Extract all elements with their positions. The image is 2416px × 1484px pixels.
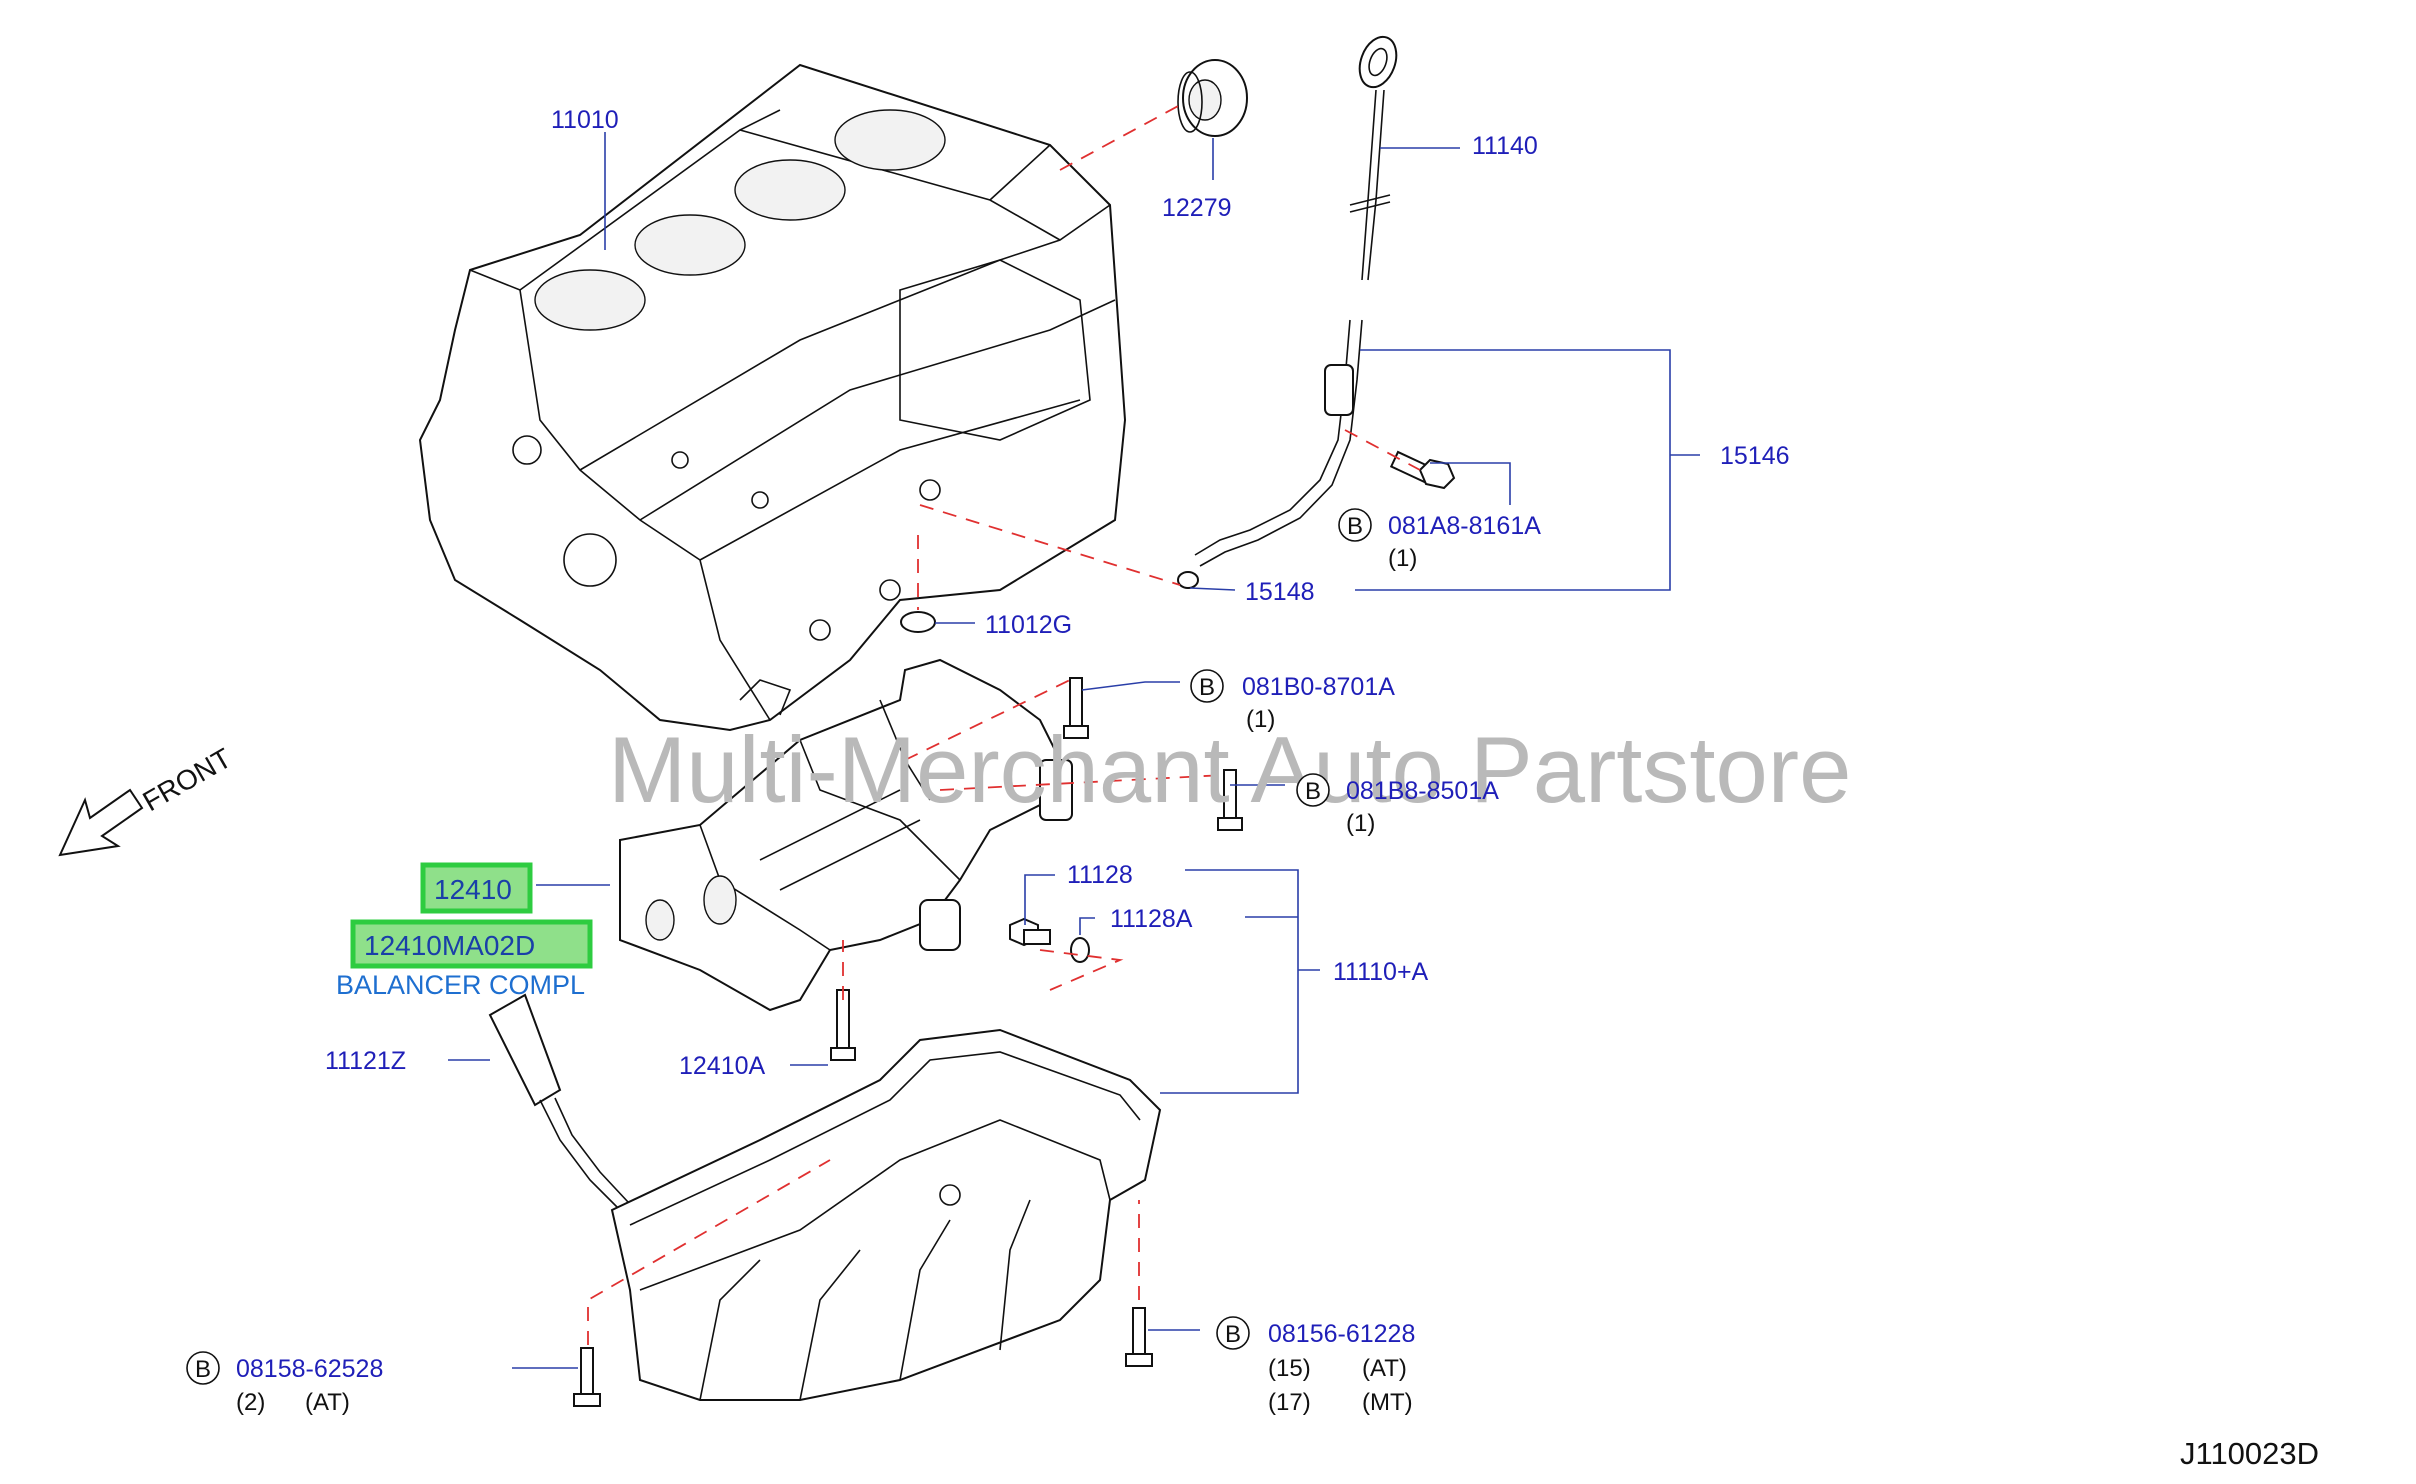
leader-lines: [448, 132, 1700, 1369]
oil-pan-drawing: [610, 1028, 1162, 1401]
watermark: Multi-Merchant Auto Partstore: [608, 717, 1851, 822]
cylinder-block-drawing: [418, 63, 1127, 732]
bolt-qty-mt: (17): [1268, 1389, 1311, 1416]
label-o-ring-guide[interactable]: 15148: [1245, 578, 1315, 606]
bolt-marker: B: [195, 1356, 211, 1383]
balancer-drawing: [619, 658, 1073, 1012]
guide-bolt: [1389, 450, 1456, 490]
bolt-callout-081b8[interactable]: B 081B8-8501A (1): [1296, 773, 1499, 837]
bolt-marker: B: [1347, 513, 1363, 540]
assembly-lines: [587, 104, 1421, 1345]
bolt-code[interactable]: 08156-61228: [1268, 1320, 1415, 1348]
bolt-qty: (1): [1246, 706, 1275, 733]
bolt-qty: (1): [1388, 545, 1417, 572]
label-cylinder-block[interactable]: 11010: [551, 106, 619, 134]
label-balancer-bolt[interactable]: 12410A: [679, 1052, 766, 1080]
label-drain-washer[interactable]: 11128A: [1110, 905, 1193, 933]
seal-drawing: [1177, 59, 1248, 137]
front-arrow: FRONT: [58, 742, 237, 857]
drain-plug-drawing: [1009, 917, 1090, 963]
bolt-qty: (1): [1346, 810, 1375, 837]
bolt-note: (AT): [305, 1389, 350, 1416]
bolt-callout-081b0[interactable]: B 081B0-8701A (1): [1190, 669, 1395, 733]
diagram-code: J110023D: [2180, 1436, 2319, 1471]
label-dipstick[interactable]: 11140: [1472, 132, 1538, 160]
bolt-callout-08158[interactable]: B 08158-62528 (2) (AT): [186, 1351, 383, 1416]
label-oil-strainer[interactable]: 11121Z: [325, 1047, 406, 1075]
bolt-callout-08156[interactable]: B 08156-61228 (15) (AT) (17) (MT): [1216, 1316, 1415, 1416]
highlight-box-12410ma02d: [350, 919, 593, 969]
bolt-code[interactable]: 081B0-8701A: [1242, 673, 1395, 701]
highlight-box-12410: [420, 862, 533, 914]
bolt-callout-081a8[interactable]: B 081A8-8161A (1): [1338, 508, 1541, 572]
bolt-qty: (2): [236, 1389, 265, 1416]
oil-strainer-drawing: [488, 993, 629, 1211]
label-balancer-desc: BALANCER COMPL: [336, 970, 585, 1000]
balancer-bolts: [830, 677, 1243, 1061]
bolt-marker: B: [1225, 1321, 1241, 1348]
bolt-marker: B: [1199, 674, 1215, 701]
label-oil-pan-assy[interactable]: 11110+A: [1333, 958, 1429, 986]
bolt-code[interactable]: 081B8-8501A: [1346, 777, 1499, 805]
dipstick-guide-drawing: [1177, 319, 1456, 589]
label-drain-plug[interactable]: 11128: [1067, 861, 1133, 889]
bolt-note-at: (AT): [1362, 1355, 1407, 1382]
bolt-qty-at: (15): [1268, 1355, 1311, 1382]
bolt-marker: B: [1305, 778, 1321, 805]
pan-bolts: [573, 1307, 1153, 1407]
label-o-ring-pump[interactable]: 11012G: [985, 611, 1072, 639]
o-ring-11012g: [900, 611, 936, 633]
label-seal[interactable]: 12279: [1162, 194, 1232, 222]
label-guide-assy[interactable]: 15146: [1720, 442, 1790, 470]
dipstick-drawing: [1349, 35, 1398, 281]
label-balancer[interactable]: 12410: [434, 874, 512, 905]
front-label: FRONT: [138, 742, 237, 817]
bolt-note-mt: (MT): [1362, 1389, 1413, 1416]
bolt-code[interactable]: 08158-62528: [236, 1355, 383, 1383]
bolt-code[interactable]: 081A8-8161A: [1388, 512, 1541, 540]
label-balancer-part-no[interactable]: 12410MA02D: [364, 930, 535, 961]
